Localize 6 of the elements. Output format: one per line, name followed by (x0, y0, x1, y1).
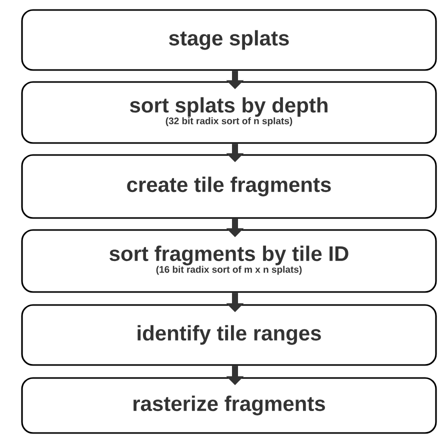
process-box: stage splats (21, 9, 437, 71)
process-box: create tile fragments (21, 154, 437, 219)
process-box: sort fragments by tile ID (16 bit radix sort of m x n splats) (21, 229, 437, 293)
process-box: sort splats by depth (32 bit radix sort of n splats) (21, 81, 437, 144)
process-box: rasterize fragments (21, 377, 437, 434)
process-box: identify tile ranges (21, 304, 437, 366)
